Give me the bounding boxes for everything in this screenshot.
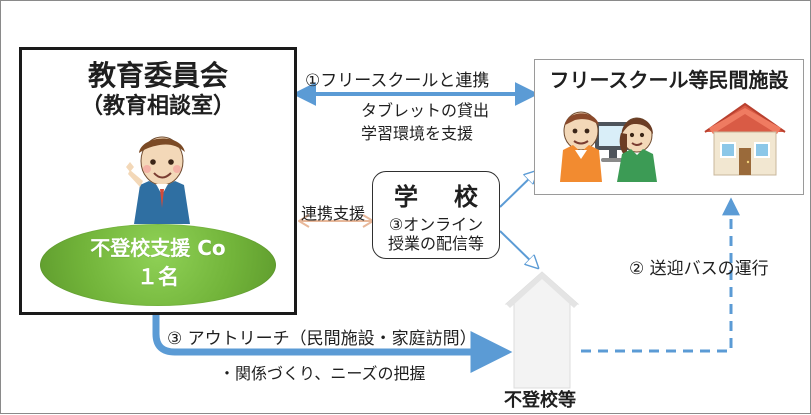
support-label: 連携支援: [301, 204, 366, 223]
house-icon: [504, 271, 580, 389]
support-coordinator-line2: １名: [137, 265, 179, 289]
bus-label: ② 送迎バスの運行: [629, 259, 769, 279]
outreach-label: ③ アウトリーチ（民間施設・家庭訪問）: [167, 329, 477, 349]
people-with-computer-icon: [560, 111, 657, 182]
absent-label: 不登校等: [504, 390, 576, 411]
board-subtitle: （教育相談室）: [80, 94, 235, 119]
school-text-line2: 授業の配信等: [387, 234, 484, 253]
collaboration-label: ①フリースクールと連携: [305, 71, 490, 91]
facility-title: フリースクール等民間施設: [549, 68, 789, 92]
tablet-label-line2: 学習環境を支援: [361, 124, 474, 143]
tablet-label-line1: タブレットの貸出: [361, 101, 490, 120]
person-icon: [126, 136, 190, 224]
school-box: 学 校 ③オンライン 授業の配信等: [372, 171, 500, 259]
school-title: 学 校: [394, 183, 484, 211]
school-to-absent-arrow: [497, 228, 537, 267]
support-coordinator-badge: 不登校支援 Co １名: [40, 224, 276, 306]
school-text-line1: ③オンライン: [388, 215, 484, 234]
private-facility-box: フリースクール等民間施設: [534, 59, 804, 195]
board-title: 教育委員会: [87, 59, 228, 92]
relation-label: ・関係づくり、ニーズの把握: [219, 364, 426, 383]
education-board: 教育委員会 （教育相談室） 不登校支援 Co １名: [19, 47, 297, 315]
support-coordinator-line1: 不登校支援 Co: [90, 236, 226, 260]
house-icon: [704, 102, 786, 176]
school-to-facility-arrow: [497, 172, 536, 210]
